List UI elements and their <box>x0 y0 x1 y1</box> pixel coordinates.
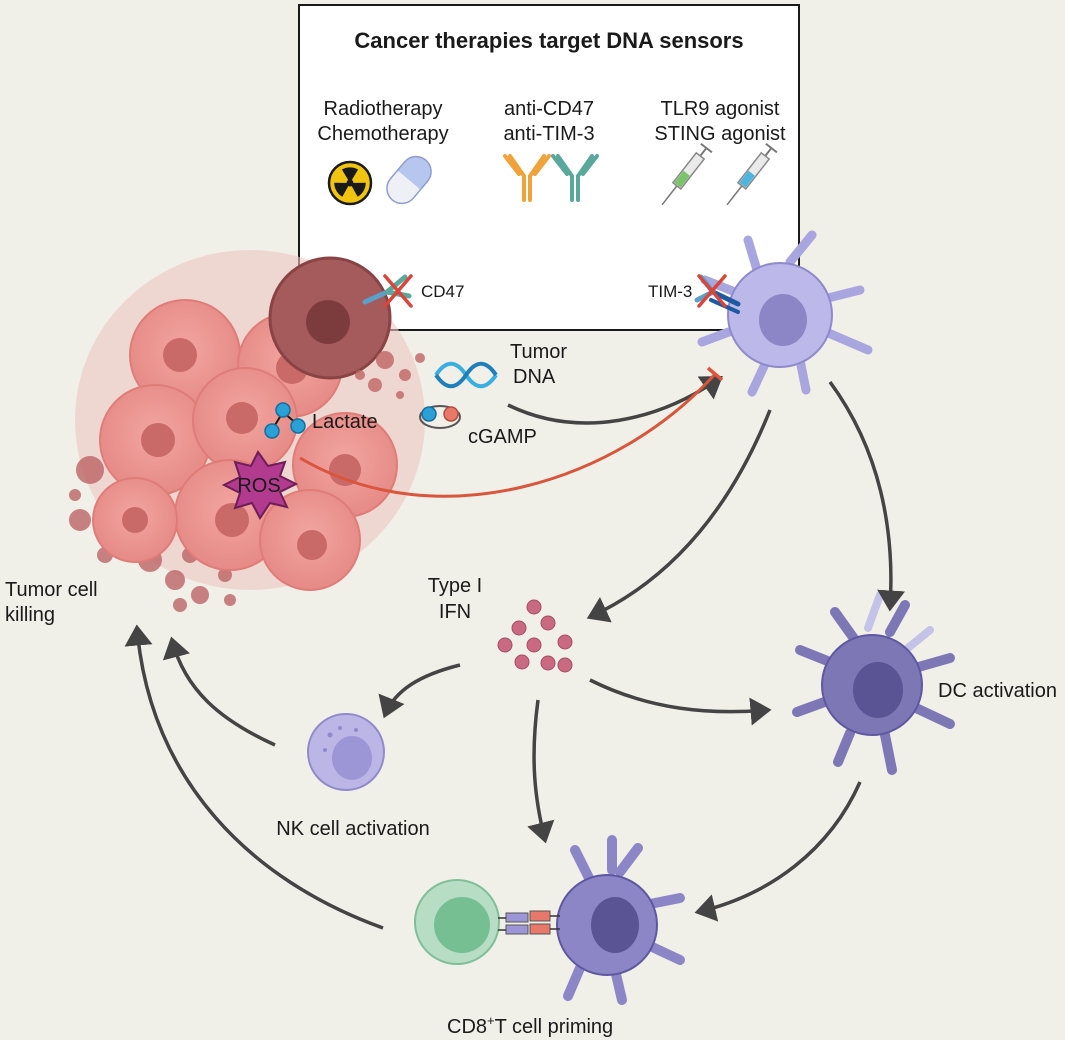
lactate-molecule-icon <box>264 402 306 439</box>
type-i-ifn-label-2: IFN <box>439 601 471 623</box>
syringe-icon <box>661 142 713 206</box>
tim3-label: TIM-3 <box>648 282 692 301</box>
priming-dendritic-cell <box>556 835 685 1005</box>
nk-cell <box>307 713 385 791</box>
type-i-ifn-label: Type I <box>428 575 482 597</box>
tumor-dna-label: Tumor <box>510 341 567 363</box>
inhibition-bar <box>706 366 724 382</box>
therapy-radiotherapy-label: Radiotherapy <box>324 98 443 120</box>
tumor-cell <box>92 477 178 563</box>
therapy-anti-tim3-label: anti-TIM-3 <box>503 123 594 145</box>
arrow-ifn-to-dc-activation <box>589 678 772 726</box>
therapy-box-title: Cancer therapies target DNA sensors <box>354 28 743 53</box>
cd8-priming-label: CD8+T cell priming <box>447 1013 613 1038</box>
therapy-chemotherapy-label: Chemotherapy <box>317 123 448 145</box>
arrow-dc-to-dc-activation <box>828 380 906 612</box>
therapy-box: Cancer therapies target DNA sensors Radi… <box>298 4 800 331</box>
therapy-tlr9-label: TLR9 agonist <box>661 98 780 120</box>
tumor-cell <box>192 367 298 473</box>
therapy-sting-label: STING agonist <box>654 123 786 145</box>
cd47-blocked-antibody-icon <box>362 274 413 308</box>
tumor-killing-label-2: killing <box>5 604 55 626</box>
antibody-icon <box>503 154 551 202</box>
tumor-blebs <box>355 351 425 399</box>
cd8-t-cell <box>414 879 500 965</box>
cgamp-icon <box>419 405 461 429</box>
ros-star-icon <box>221 450 299 520</box>
nk-activation-label: NK cell activation <box>276 818 429 840</box>
radiation-icon <box>327 160 373 206</box>
ros-label: ROS <box>237 475 280 497</box>
syringe-icon <box>726 142 778 206</box>
arrow-nk-to-killing <box>162 636 276 747</box>
cgamp-label: cGAMP <box>468 426 537 448</box>
lactate-label: Lactate <box>312 411 378 433</box>
ifn-particles-icon <box>497 599 573 673</box>
arrow-ifn-to-cd8 <box>527 699 555 844</box>
tumor-cell <box>259 489 361 591</box>
arrow-dc-to-ifn <box>586 409 772 623</box>
dc-activation-label: DC activation <box>938 680 1057 702</box>
dying-tumor-cell <box>268 256 392 380</box>
tumor-dna-label-2: DNA <box>513 366 556 388</box>
inhibition-line-tumor-to-dc <box>299 372 717 498</box>
tumor-killing-label: Tumor cell <box>5 579 98 601</box>
arrow-ifn-to-nk <box>378 663 461 719</box>
cd47-label: CD47 <box>421 282 464 301</box>
tim3-blocked-antibody-icon <box>694 274 741 314</box>
arrow-cd8-to-killing <box>124 624 384 930</box>
pill-icon <box>386 155 432 205</box>
dendritic-cell-activated <box>792 591 955 775</box>
antibody-icon <box>551 154 599 202</box>
dna-icon <box>434 361 498 389</box>
dendritic-cell-top <box>697 230 873 397</box>
arrows <box>124 366 906 930</box>
tumor-cluster <box>69 250 425 612</box>
arrow-dc-activation-to-cd8 <box>694 781 862 922</box>
tcr-mhc-synapse-icon <box>498 910 560 935</box>
therapy-anti-cd47-label: anti-CD47 <box>504 98 594 120</box>
